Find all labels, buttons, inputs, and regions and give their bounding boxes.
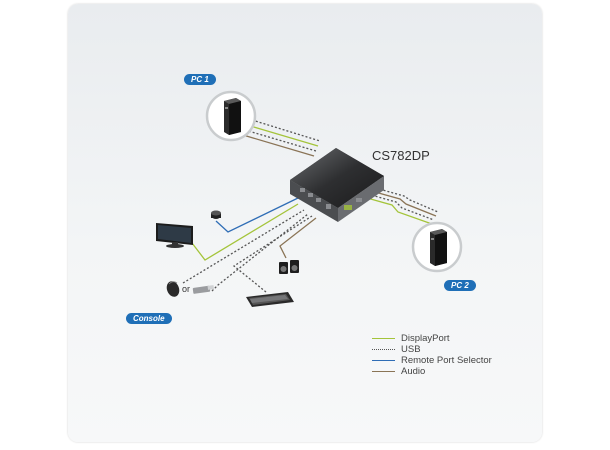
console-label: Console	[126, 313, 172, 324]
or-label: or	[182, 284, 191, 294]
pc1-node	[205, 90, 257, 142]
pc2-node	[411, 221, 463, 273]
usb-line-swatch	[372, 348, 395, 350]
usb-drive-icon	[192, 285, 215, 294]
diagram-card	[68, 4, 542, 442]
monitor-icon	[156, 223, 193, 248]
console-cables	[182, 197, 317, 293]
legend-label: USB	[401, 343, 421, 355]
legend-label: Audio	[401, 365, 426, 377]
pc1-label: PC 1	[184, 74, 216, 85]
model-name: CS782DP	[372, 148, 430, 163]
legend-item-displayport: DisplayPort	[372, 332, 450, 344]
kvm-switch-icon	[290, 148, 384, 222]
legend-label: DisplayPort	[401, 332, 450, 344]
legend-item-remote-port-selector: Remote Port Selector	[372, 354, 492, 366]
pc-tower-icon	[224, 98, 241, 135]
remote-selector-icon	[211, 210, 221, 219]
pc1-cables	[242, 119, 321, 157]
pc2-label: PC 2	[444, 280, 476, 291]
pc2-cables	[359, 186, 439, 225]
legend-item-audio: Audio	[372, 365, 425, 377]
legend-item-usb: USB	[372, 343, 421, 355]
keyboard-icon	[246, 292, 294, 307]
audio-line-swatch	[372, 370, 395, 372]
remote-line-swatch	[372, 359, 395, 361]
displayport-line-swatch	[372, 337, 395, 339]
mouse-icon	[166, 281, 180, 297]
pc-tower-icon	[430, 229, 447, 266]
speakers-icon	[279, 260, 299, 274]
legend-label: Remote Port Selector	[401, 354, 492, 366]
